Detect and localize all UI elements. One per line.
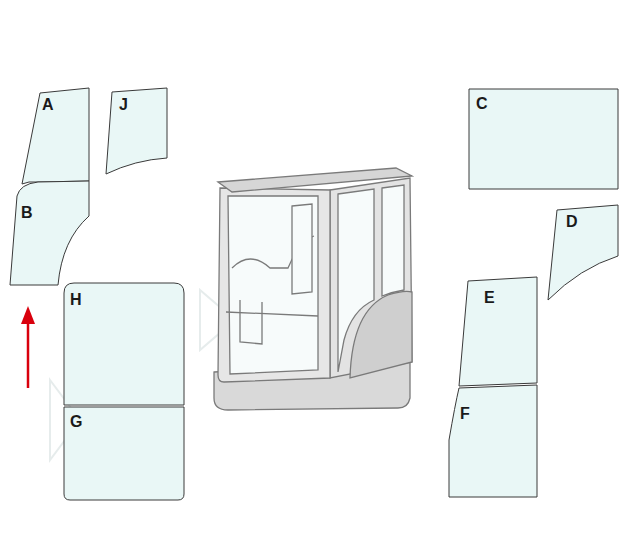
glass-panel: B bbox=[8, 178, 92, 288]
glass-panel: A bbox=[18, 84, 94, 188]
panel-letter: B bbox=[21, 205, 33, 221]
panel-outline bbox=[545, 202, 621, 302]
panel-letter: D bbox=[566, 214, 578, 230]
glass-panel: H bbox=[62, 281, 186, 407]
panel-letter: C bbox=[476, 96, 488, 112]
direction-arrow bbox=[21, 306, 35, 388]
glass-panel: E bbox=[456, 274, 540, 388]
panel-letter: E bbox=[484, 290, 495, 306]
panel-letter: J bbox=[119, 97, 128, 113]
panel-outline bbox=[466, 86, 621, 192]
cab-drawing bbox=[214, 168, 412, 410]
panel-outline bbox=[18, 84, 94, 188]
panel-shape bbox=[64, 283, 184, 405]
panel-outline bbox=[456, 274, 540, 388]
panel-outline bbox=[446, 383, 540, 499]
glass-panel: F bbox=[446, 383, 540, 499]
glass-panel: J bbox=[104, 84, 170, 178]
glass-panel: G bbox=[62, 405, 186, 502]
panel-letter: A bbox=[42, 97, 54, 113]
panel-shape bbox=[459, 277, 537, 386]
panel-letter: H bbox=[70, 292, 82, 308]
panel-shape bbox=[548, 205, 618, 300]
panel-shape bbox=[106, 88, 167, 174]
panel-shape bbox=[10, 181, 89, 285]
panel-outline bbox=[104, 84, 170, 178]
panel-shape bbox=[22, 88, 89, 184]
glass-panel: C bbox=[466, 86, 621, 192]
panel-shape bbox=[469, 89, 618, 189]
glass-panel: D bbox=[545, 202, 621, 302]
panel-letter: F bbox=[460, 406, 470, 422]
panel-outline bbox=[8, 178, 92, 288]
panel-shape bbox=[64, 407, 184, 500]
panel-shape bbox=[449, 385, 537, 497]
panel-letter: G bbox=[70, 414, 82, 430]
